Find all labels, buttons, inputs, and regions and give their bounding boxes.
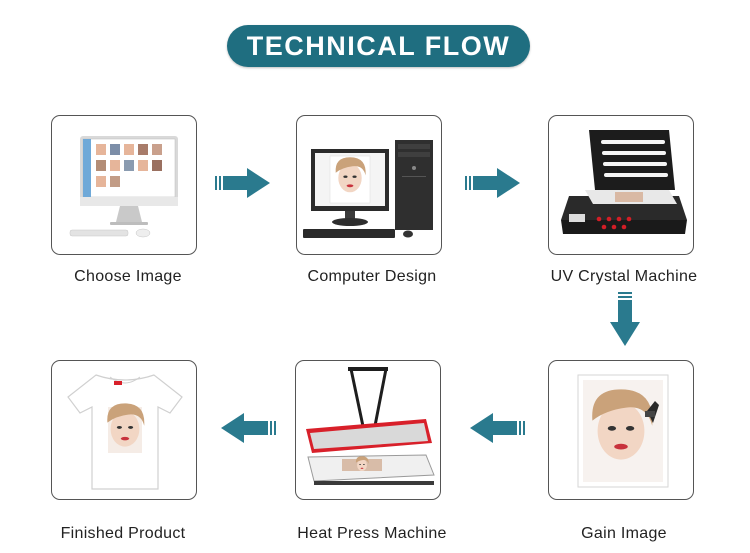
step-label-gain-image: Gain Image <box>581 525 667 542</box>
title-banner: TECHNICAL FLOW <box>227 25 530 67</box>
arrow-right-icon <box>215 168 270 198</box>
step-card-gain-image <box>548 360 694 500</box>
arrow-right-icon <box>465 168 520 198</box>
imac-icon <box>69 136 178 238</box>
step-card-heat-press-machine <box>295 360 441 500</box>
heat-press-icon <box>306 367 435 485</box>
uv-machine-icon <box>561 130 687 234</box>
desktop-computer-icon <box>303 140 433 238</box>
tshirt-icon <box>67 374 183 490</box>
step-label-uv-crystal-machine: UV Crystal Machine <box>550 268 698 285</box>
step-label-finished-product: Finished Product <box>60 525 186 542</box>
step-label-heat-press-machine: Heat Press Machine <box>297 525 447 542</box>
step-label-computer-design: Computer Design <box>307 268 437 285</box>
step-card-computer-design <box>296 115 442 255</box>
step-card-uv-crystal-machine <box>548 115 694 255</box>
step-card-choose-image <box>51 115 197 255</box>
step-label-choose-image: Choose Image <box>74 268 182 285</box>
arrow-left-icon <box>221 413 276 443</box>
page-title: TECHNICAL FLOW <box>246 30 511 61</box>
arrow-left-icon <box>470 413 525 443</box>
arrow-down-icon <box>610 292 640 346</box>
printed-photo-icon <box>577 374 669 488</box>
step-card-finished-product <box>51 360 197 500</box>
